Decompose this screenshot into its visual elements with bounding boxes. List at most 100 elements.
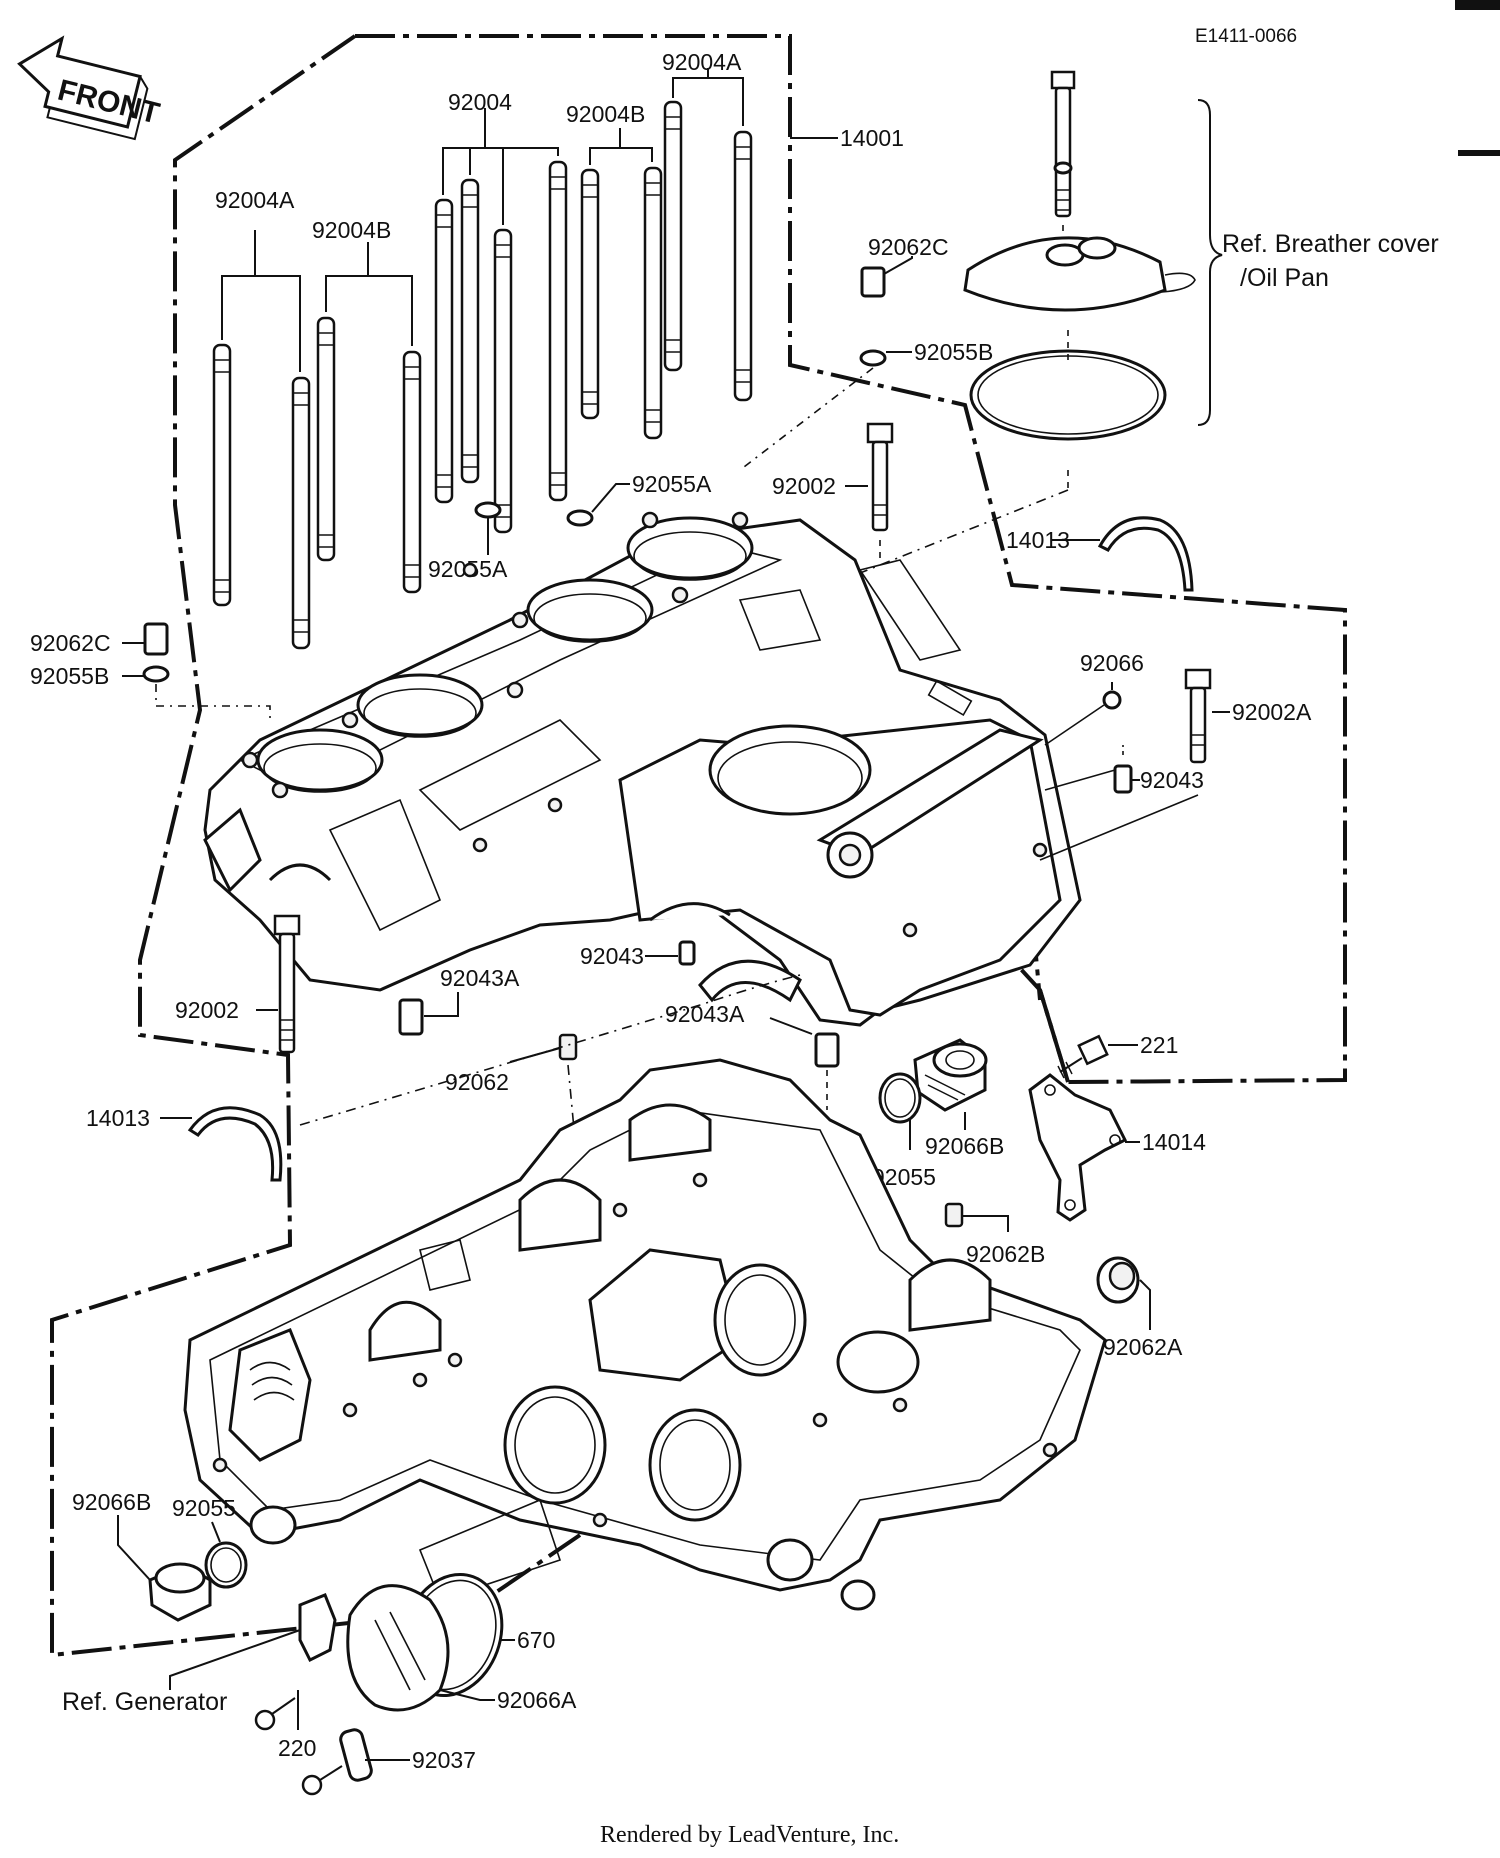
stud-92004-2 [460, 178, 480, 484]
screw-220-lower [301, 1765, 343, 1796]
screw-220-upper [254, 1697, 296, 1731]
dowel-92062C-left [143, 622, 169, 656]
stud-92004A-top-1 [663, 100, 683, 372]
dowel-92043-right [1113, 764, 1133, 794]
stud-92004-4 [548, 160, 568, 502]
callout-92004A-top: 92004A [662, 49, 742, 75]
callout-92004B-top: 92004B [566, 101, 645, 127]
breather-bolt-shank [1054, 86, 1072, 218]
callout-92043-mid: 92043 [580, 943, 644, 969]
bolt-92002A [1184, 668, 1212, 764]
callout-92043A-left: 92043A [440, 965, 520, 991]
oring-92055B-left [142, 665, 170, 683]
callout-92055-left: 92055 [172, 1495, 236, 1521]
breather-gasket-ring [969, 349, 1167, 441]
breather-cover [963, 236, 1167, 312]
thrust-washer-14013-upper [1097, 516, 1194, 592]
callout-92062C-right: 92062C [868, 234, 949, 260]
callout-14014: 14014 [1142, 1129, 1206, 1155]
breather-washer [1053, 161, 1073, 175]
corner-mark-top [1455, 0, 1500, 10]
breather-bolt-head [1050, 70, 1076, 90]
callout-92004: 92004 [448, 89, 512, 115]
diagram-code: E1411-0066 [1195, 26, 1297, 47]
breather-cover-group [963, 70, 1223, 441]
stud-92004A-left-1 [212, 343, 232, 607]
stud-92004-1 [434, 198, 454, 504]
cylinder-studs-group [212, 100, 753, 650]
cover-14014 [1028, 1073, 1128, 1222]
cylinder-bore-1 [256, 728, 384, 792]
oil-plug-92066B-left [148, 1562, 212, 1622]
callout-92004B-left: 92004B [312, 217, 391, 243]
ref-breather-cover: Ref. Breather cover [1222, 230, 1439, 258]
cylinder-bore-3 [526, 578, 654, 642]
callout-92066B-left: 92066B [72, 1489, 151, 1515]
plate-92037 [339, 1728, 373, 1782]
callout-92002-lower: 92002 [175, 997, 239, 1023]
main-bearing-bore [713, 1263, 807, 1377]
ref-oil-pan: /Oil Pan [1240, 264, 1329, 292]
assembly-boundary-outline [50, 34, 1347, 1658]
plug-92062B [944, 1202, 964, 1228]
callout-220: 220 [278, 1735, 316, 1761]
callout-14013-lower: 14013 [86, 1105, 150, 1131]
callout-670: 670 [517, 1627, 555, 1653]
thrust-washer-14013-lower [187, 1106, 283, 1182]
ball-92066 [1102, 690, 1122, 710]
oring-92055A-upper [566, 509, 594, 527]
callout-221: 221 [1140, 1032, 1178, 1058]
callout-92037: 92037 [412, 1747, 476, 1773]
stud-92004B-top-1 [580, 168, 600, 420]
ref-generator: Ref. Generator [62, 1688, 227, 1716]
stud-92004B-top-2 [643, 166, 663, 440]
corner-mark-side [1458, 150, 1500, 156]
callout-92055B-left: 92055B [30, 663, 109, 689]
callout-92055B-right: 92055B [914, 339, 993, 365]
stud-callout-brackets [221, 68, 744, 372]
callout-92066B-right: 92066B [925, 1133, 1004, 1159]
bolt-92002-upper [866, 422, 894, 532]
callout-92002A: 92002A [1232, 699, 1312, 725]
callout-92004A-left: 92004A [215, 187, 295, 213]
callout-92066: 92066 [1080, 650, 1144, 676]
callout-92002-upper: 92002 [772, 473, 836, 499]
dowel-92062C-right [860, 266, 886, 298]
oil-plug-92066B-right [913, 1038, 988, 1112]
cylinder-bore-4 [626, 516, 754, 580]
oring-92055-right [878, 1072, 922, 1124]
dowel-92043-mid [678, 940, 696, 966]
callout-92062B: 92062B [966, 1241, 1045, 1267]
callout-14013-upper: 14013 [1006, 527, 1070, 553]
callout-92043-right: 92043 [1140, 767, 1204, 793]
stud-92004A-left-2 [291, 376, 311, 650]
footer-credit: Rendered by LeadVenture, Inc. [600, 1822, 899, 1848]
callout-92062: 92062 [445, 1069, 509, 1095]
callout-92066A: 92066A [497, 1687, 577, 1713]
callout-92062A: 92062A [1103, 1334, 1183, 1360]
callout-92055A-upper: 92055A [632, 471, 712, 497]
front-direction-arrow: FRONT [17, 35, 163, 141]
callout-14001: 14001 [840, 125, 904, 151]
dowel-92043A-mid [814, 1032, 840, 1068]
dowel-92043A-left [398, 998, 424, 1036]
cylinder-bore-2 [356, 673, 484, 737]
upper-crankcase [203, 511, 1082, 1027]
callout-92043A-mid: 92043A [665, 1001, 745, 1027]
generator-bracket [298, 1593, 337, 1663]
stud-92004B-left-2 [402, 350, 422, 594]
plug-92062A [1096, 1256, 1140, 1304]
screw-221 [1057, 1034, 1109, 1079]
bolt-92002-lower [273, 914, 301, 1054]
stud-92004B-left-1 [316, 316, 336, 562]
lower-crankcase [183, 1058, 1107, 1611]
stud-92004-3 [493, 228, 513, 534]
oring-92055B-right [859, 349, 887, 367]
stud-92004A-top-2 [733, 130, 753, 402]
oring-92055A-lower [474, 501, 502, 519]
generator-cover-group [298, 1572, 504, 1782]
callout-92062C-left: 92062C [30, 630, 111, 656]
oil-pump-housing [503, 1385, 607, 1505]
oring-92055-left [204, 1541, 248, 1589]
